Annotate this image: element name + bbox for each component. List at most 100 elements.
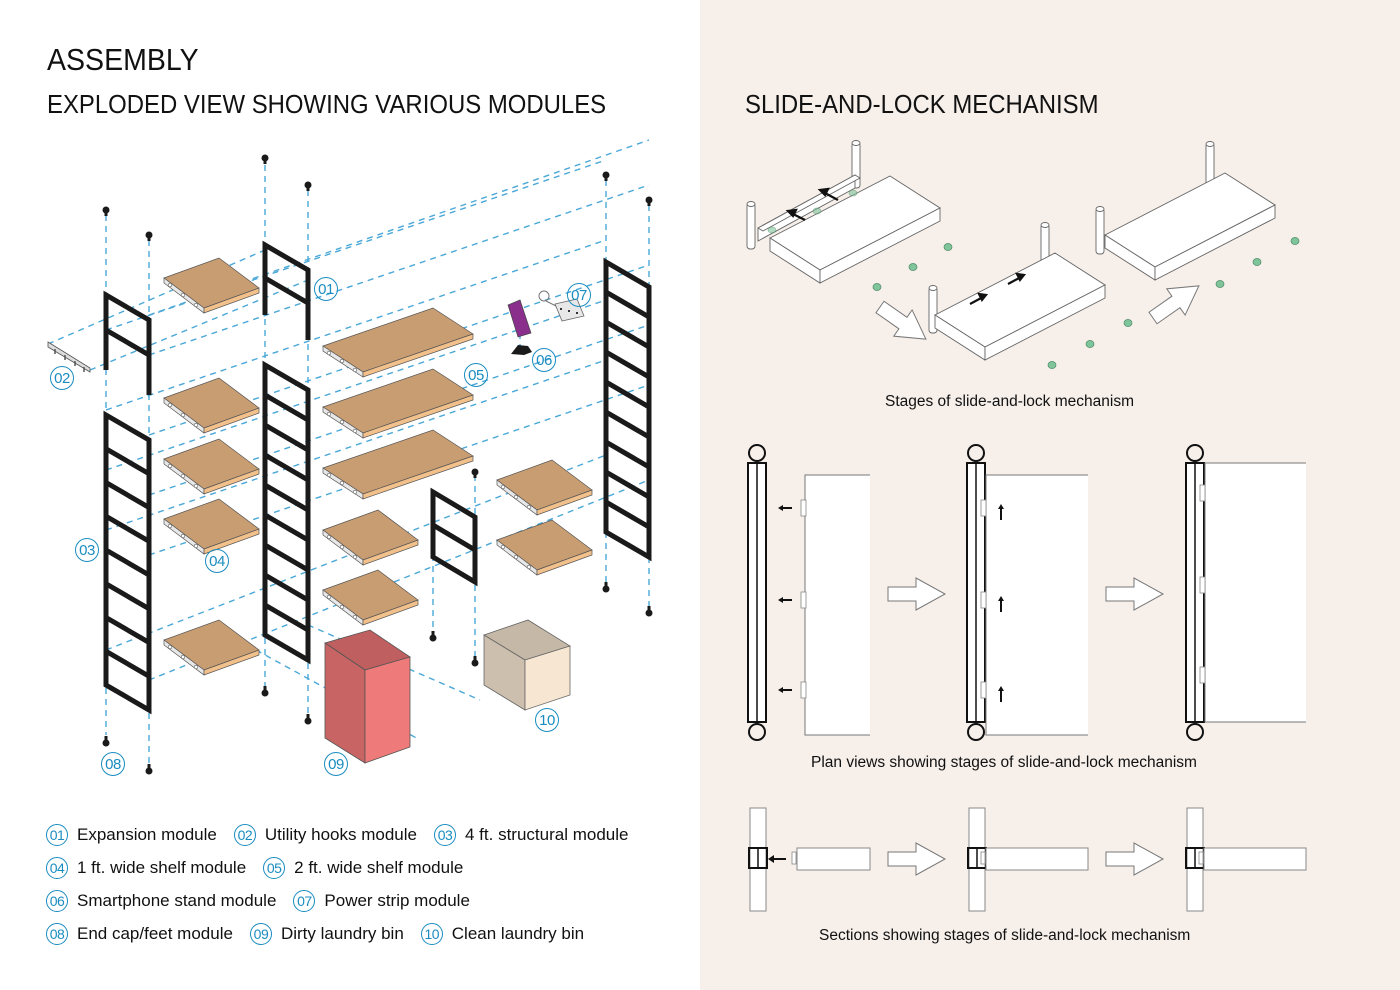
legend-label: Expansion module	[77, 824, 217, 844]
legend-label: 1 ft. wide shelf module	[77, 857, 247, 877]
ladder-rung	[104, 446, 151, 476]
callout-08: 08	[101, 752, 125, 776]
shelf-2ft	[322, 368, 474, 439]
ladder-frame	[103, 410, 152, 715]
ladder-rung	[263, 602, 310, 633]
end-cap-foot	[429, 631, 437, 642]
end-cap	[645, 196, 653, 206]
exploded-view-heading: EXPLODED VIEW SHOWING VARIOUS MODULES	[47, 89, 607, 119]
mechanism-panel	[700, 0, 1400, 990]
ladder-rung	[263, 452, 310, 483]
structural-module	[103, 257, 652, 715]
legend-number: 02	[233, 823, 256, 846]
ladder-rung	[604, 319, 651, 350]
smartphone-stand-module	[507, 299, 532, 355]
end-cap	[102, 206, 110, 216]
end-cap-foot	[145, 764, 153, 775]
shelf-1ft	[163, 377, 260, 434]
legend-item: 10 Clean laundry bin	[420, 922, 585, 945]
end-cap-foot	[304, 714, 312, 725]
ladder-rung	[263, 512, 310, 543]
ladder-rung	[263, 422, 310, 453]
legend-item: 04 1 ft. wide shelf module	[46, 856, 247, 879]
legend-item: 09 Dirty laundry bin	[249, 922, 404, 945]
legend-label: Smartphone stand module	[77, 890, 277, 910]
ladder-rung	[104, 649, 151, 679]
page-title: ASSEMBLY	[47, 42, 199, 77]
plan-views-caption: Plan views showing stages of slide-and-l…	[811, 754, 1197, 771]
end-cap	[471, 468, 479, 478]
shelf-1ft	[163, 257, 260, 314]
shelf-1ft	[496, 519, 593, 576]
end-cap	[602, 171, 610, 181]
legend-number: 05	[263, 856, 286, 879]
ladder-rung	[104, 615, 151, 645]
ladder-rung	[263, 392, 310, 423]
shelf-2ft	[322, 307, 474, 378]
legend-row: 04 1 ft. wide shelf module 05 2 ft. wide s…	[46, 851, 645, 884]
legend-item: 01 Expansion module	[46, 823, 217, 846]
legend-label: 2 ft. wide shelf module	[294, 857, 464, 877]
utility-hooks-module	[47, 341, 91, 373]
end-cap-foot	[602, 582, 610, 593]
ladder-rung	[604, 409, 651, 440]
legend-label: End cap/feet module	[77, 923, 233, 943]
callout-06: 06	[532, 348, 556, 372]
callout-03: 03	[75, 538, 99, 562]
stages-caption: Stages of slide-and-lock mechanism	[885, 393, 1134, 410]
mechanism-heading: SLIDE-AND-LOCK MECHANISM	[745, 89, 1099, 119]
legend-number: 10	[420, 922, 443, 945]
legend-item: 07 Power strip module	[293, 889, 470, 912]
expansion-module-small	[430, 487, 478, 587]
legend-number: 06	[46, 889, 68, 912]
end-cap-foot	[471, 656, 479, 667]
legend-label: Power strip module	[324, 890, 470, 910]
ladder-rung	[104, 480, 151, 510]
end-cap	[304, 181, 312, 191]
callout-10: 10	[535, 708, 559, 732]
end-cap	[145, 231, 153, 241]
legend-label: 4 ft. structural module	[465, 824, 629, 844]
ladder-rung	[604, 469, 651, 500]
end-cap-foot	[102, 736, 110, 747]
expansion-module	[103, 240, 311, 395]
callout-02: 02	[50, 366, 74, 390]
legend-item: 06 Smartphone stand module	[46, 889, 277, 912]
ladder-rung	[604, 439, 651, 470]
ladder-rung	[604, 289, 651, 320]
legend-number: 01	[46, 823, 68, 846]
end-cap-foot	[645, 606, 653, 617]
shelf-1ft	[163, 498, 260, 555]
ladder-rung	[604, 379, 651, 410]
shelf-1ft	[163, 619, 260, 676]
ladder-rung	[263, 542, 310, 573]
legend-label: Clean laundry bin	[451, 923, 585, 943]
callout-01: 01	[314, 277, 338, 301]
ladder-rung	[604, 349, 651, 380]
ladder-rung	[104, 514, 151, 544]
ladder-rung	[104, 581, 151, 611]
shelf-2ft	[322, 429, 474, 500]
legend-number: 04	[46, 856, 68, 879]
legend-number: 09	[249, 922, 272, 945]
legend-row: 06 Smartphone stand module 07 Power strip …	[46, 884, 645, 917]
shelf-1ft	[322, 569, 419, 626]
ladder-rung	[104, 547, 151, 578]
legend-number: 07	[293, 889, 316, 912]
end-cap	[261, 154, 269, 164]
legend-label: Dirty laundry bin	[280, 923, 404, 943]
exploded-view-drawing	[47, 139, 653, 775]
callout-07: 07	[567, 283, 591, 307]
shelf-1ft	[163, 438, 260, 495]
callout-05: 05	[464, 363, 488, 387]
callout-09: 09	[324, 752, 348, 776]
ladder-rung	[263, 482, 310, 513]
legend-item: 05 2 ft. wide shelf module	[263, 856, 464, 879]
clean-laundry-bin	[483, 619, 571, 711]
